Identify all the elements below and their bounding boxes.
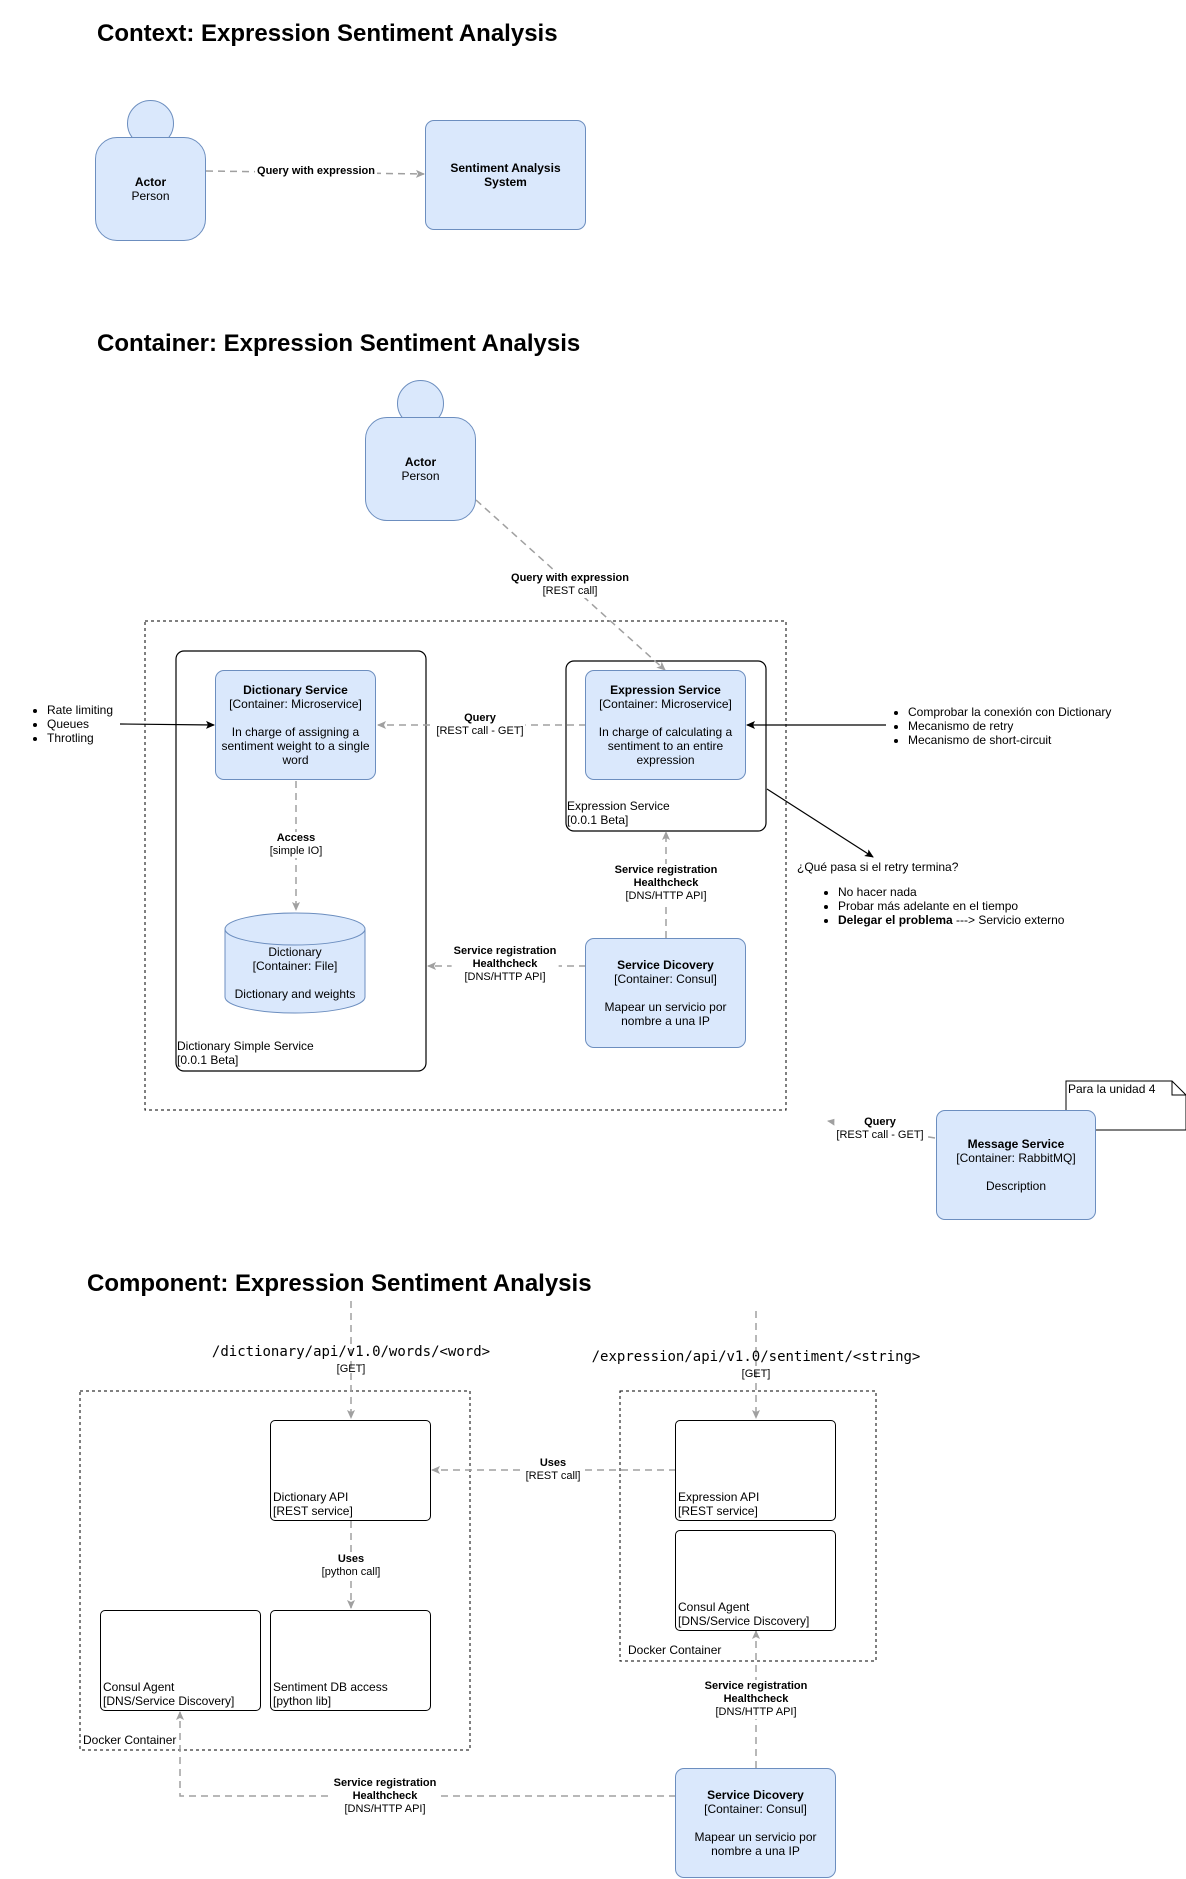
message-edge-label: Query [REST call - GET]	[834, 1116, 926, 1142]
dictionary-db-label: Dictionary [Container: File] Dictionary …	[234, 945, 356, 1001]
dict-method: [GET]	[336, 1363, 366, 1375]
service-discovery[interactable]: Service Dicovery [Container: Consul] Map…	[585, 938, 746, 1048]
list-item: Mecanismo de short-circuit	[908, 733, 1111, 747]
dictionary-service[interactable]: Dictionary Service [Container: Microserv…	[215, 670, 376, 780]
left-notes: Rate limiting Queues Throtling	[31, 703, 113, 745]
left-container-label: Docker Container	[83, 1733, 177, 1747]
sd-left-edge-label: Service registration Healthcheck [DNS/HT…	[451, 945, 559, 984]
dictionary-db	[224, 912, 366, 1014]
left-notes-arrow	[119, 720, 215, 729]
actor-query-edge	[475, 499, 666, 671]
right-docker-container	[619, 1390, 877, 1662]
component-service-discovery[interactable]: Service Dicovery [Container: Consul] Map…	[675, 1768, 836, 1878]
access-edge-label: Access [simple IO]	[267, 832, 325, 858]
retry-options: No hacer nada Probar más adelante en el …	[822, 885, 1064, 927]
expr-method: [GET]	[741, 1368, 771, 1380]
actor-name: Actor	[404, 455, 437, 469]
list-item: Comprobar la conexión con Dictionary	[908, 705, 1111, 719]
uses-rest-label: Uses [REST call]	[523, 1457, 583, 1483]
system-name: Sentiment Analysis System	[450, 161, 561, 189]
sd-right-edge-label: Service registration Healthcheck [DNS/HT…	[702, 1680, 810, 1719]
retry-question: ¿Qué pasa si el retry termina?	[797, 860, 959, 874]
consul-agent-left[interactable]: Consul Agent [DNS/Service Discovery]	[100, 1610, 261, 1711]
sentiment-analysis-system[interactable]: Sentiment Analysis System	[425, 120, 586, 230]
expression-service[interactable]: Expression Service [Container: Microserv…	[585, 670, 746, 780]
actor-name: Actor	[134, 175, 167, 189]
sd-up-edge-label: Service registration Healthcheck [DNS/HT…	[612, 864, 720, 903]
list-item: Queues	[47, 717, 113, 731]
note-text: Para la unidad 4	[1068, 1082, 1156, 1096]
list-item: Delegar el problema ---> Servicio extern…	[838, 913, 1064, 927]
consul-agent-right[interactable]: Consul Agent [DNS/Service Discovery]	[675, 1530, 836, 1631]
sentiment-db-access[interactable]: Sentiment DB access [python lib]	[270, 1610, 431, 1711]
context-title: Context: Expression Sentiment Analysis	[97, 20, 558, 47]
list-item: Throtling	[47, 731, 113, 745]
expression-api[interactable]: Expression API [REST service]	[675, 1420, 836, 1521]
list-item: Mecanismo de retry	[908, 719, 1111, 733]
left-docker-container	[79, 1390, 471, 1751]
list-item: Rate limiting	[47, 703, 113, 717]
dictionary-boundary	[175, 650, 427, 1072]
uses-python-label: Uses [python call]	[319, 1553, 383, 1579]
sd-left-consul-edge	[176, 1711, 676, 1797]
actor-body: Actor Person	[95, 137, 206, 241]
right-container-label: Docker Container	[628, 1643, 722, 1657]
message-service[interactable]: Message Service [Container: RabbitMQ] De…	[936, 1110, 1096, 1220]
component-title: Component: Expression Sentiment Analysis	[87, 1270, 592, 1297]
actor-body: Actor Person	[365, 417, 476, 521]
right-notes: Comprobar la conexión con Dictionary Mec…	[892, 705, 1111, 747]
query-edge-label: Query [REST call - GET]	[434, 712, 526, 738]
list-item: Probar más adelante en el tiempo	[838, 899, 1064, 913]
actor-type: Person	[401, 469, 440, 483]
container-title: Container: Expression Sentiment Analysis	[97, 330, 581, 357]
expr-endpoint: /expression/api/v1.0/sentiment/<string>	[591, 1349, 921, 1365]
actor-type: Person	[131, 189, 170, 203]
dictionary-api[interactable]: Dictionary API [REST service]	[270, 1420, 431, 1521]
actor-edge-label: Query with expression [REST call]	[509, 572, 631, 598]
dictionary-boundary-label: Dictionary Simple Service [0.0.1 Beta]	[177, 1039, 314, 1067]
retry-arrow	[766, 788, 874, 858]
dict-endpoint: /dictionary/api/v1.0/words/<word>	[211, 1344, 491, 1360]
sd-left-edge-label: Service registration Healthcheck [DNS/HT…	[331, 1777, 439, 1816]
expression-boundary-label: Expression Service [0.0.1 Beta]	[567, 799, 670, 827]
system-boundary	[144, 620, 787, 1111]
context-edge-label: Query with expression	[255, 165, 377, 178]
list-item: No hacer nada	[838, 885, 1064, 899]
